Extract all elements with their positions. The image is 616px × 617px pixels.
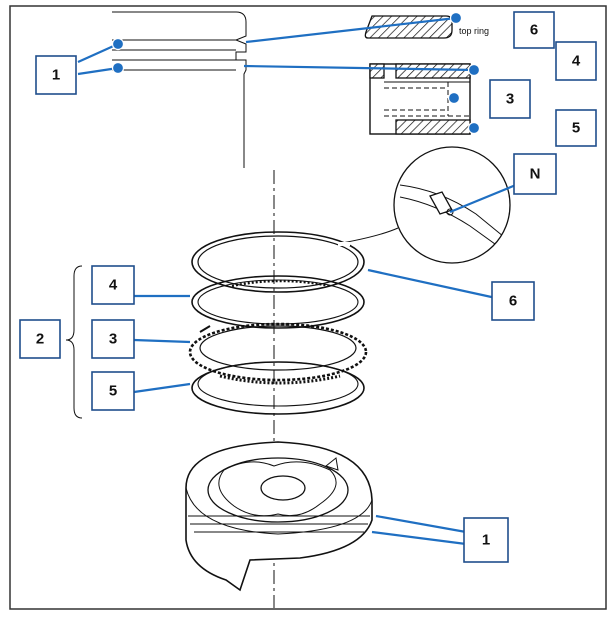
svg-text:N: N bbox=[530, 166, 541, 183]
ring-4 bbox=[191, 275, 365, 329]
callout-section-5: 5 bbox=[555, 109, 597, 147]
svg-text:4: 4 bbox=[109, 277, 118, 294]
callout-ring-5: 5 bbox=[91, 371, 135, 411]
callout-left-top: 1 bbox=[35, 55, 77, 95]
dot-section-5 bbox=[467, 121, 481, 135]
svg-text:3: 3 bbox=[109, 331, 117, 348]
callout-detail-n: N bbox=[513, 153, 557, 195]
dot-section-3 bbox=[447, 91, 461, 105]
dot-top-ring bbox=[449, 11, 463, 25]
svg-text:5: 5 bbox=[572, 120, 580, 137]
diagram-frame bbox=[9, 5, 607, 610]
svg-text:1: 1 bbox=[482, 532, 490, 549]
dot-ring-groove-top bbox=[111, 37, 125, 51]
svg-text:3: 3 bbox=[506, 91, 514, 108]
svg-text:6: 6 bbox=[530, 22, 538, 39]
svg-text:6: 6 bbox=[509, 293, 517, 310]
callout-ring-4: 4 bbox=[91, 265, 135, 305]
svg-text:1: 1 bbox=[52, 67, 60, 84]
callout-section-3: 3 bbox=[489, 79, 531, 119]
dot-ring-groove-lower bbox=[111, 61, 125, 75]
ring-end-gap-detail-icon bbox=[341, 146, 511, 264]
svg-text:2: 2 bbox=[36, 331, 44, 348]
oil-ring-section-icon bbox=[369, 63, 471, 135]
callout-ring-6: 6 bbox=[491, 281, 535, 321]
callout-group-2: 2 bbox=[19, 319, 61, 359]
svg-text:5: 5 bbox=[109, 383, 117, 400]
callout-piston-1: 1 bbox=[463, 517, 509, 563]
callout-section-4: 4 bbox=[555, 41, 597, 81]
dot-section-4 bbox=[467, 63, 481, 77]
svg-text:4: 4 bbox=[572, 53, 581, 70]
callout-ring-3: 3 bbox=[91, 319, 135, 359]
ring-5 bbox=[191, 361, 365, 415]
top-ring-note: top ring bbox=[459, 26, 489, 36]
compression-ring-6 bbox=[191, 231, 365, 293]
leader-lines bbox=[77, 11, 529, 546]
piston-wall-sketch bbox=[112, 11, 247, 168]
ring-group-bracket bbox=[65, 265, 83, 419]
ring-3-expander bbox=[188, 322, 368, 382]
callout-top-ring-6: 6 bbox=[513, 11, 555, 49]
piston-icon bbox=[185, 441, 373, 592]
